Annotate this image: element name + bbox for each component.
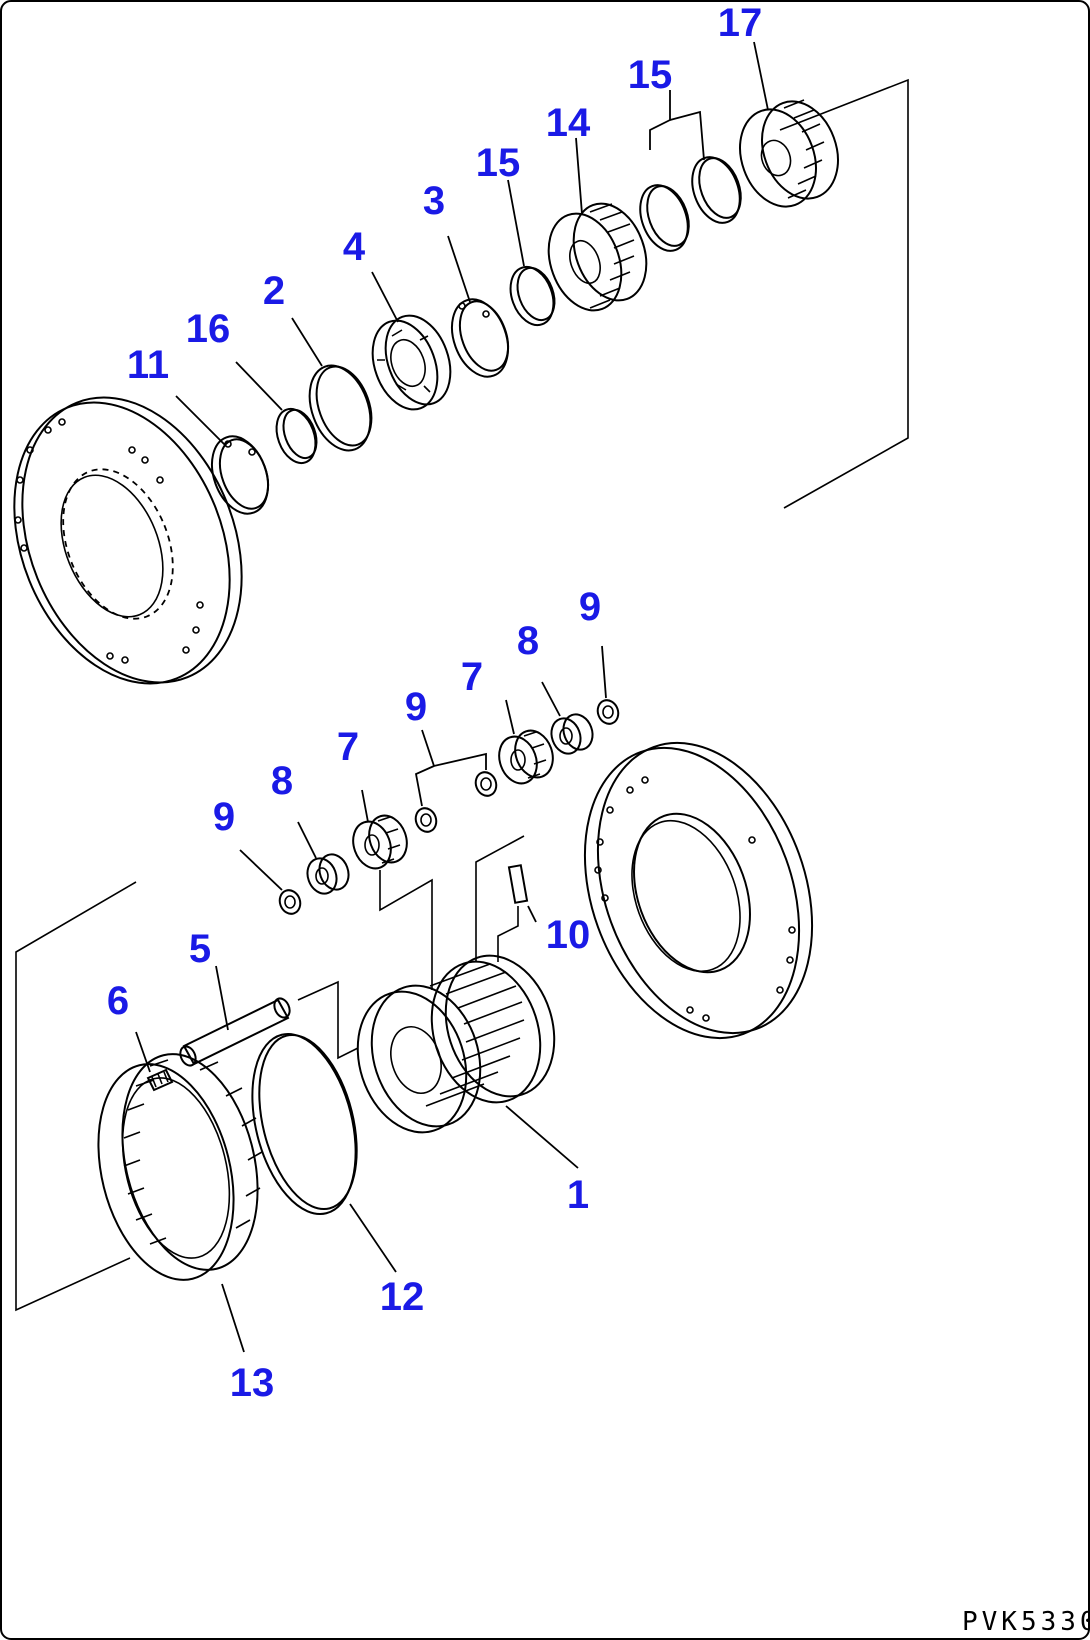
washer-part-9-a <box>278 889 302 915</box>
snap-ring-part-15-upper-b <box>691 156 742 224</box>
gear-part-7-a <box>352 814 408 870</box>
gear-part-14 <box>547 202 648 312</box>
flange-part-11 <box>13 396 243 685</box>
carrier-part-1 <box>356 954 556 1134</box>
callout-9-b: 9 <box>405 685 427 729</box>
callout-3: 3 <box>423 179 445 223</box>
key-part-10 <box>497 864 529 962</box>
drawing-code: PVK5330 <box>962 1607 1090 1637</box>
callout-15-lower: 15 <box>476 141 521 185</box>
callout-9-a: 9 <box>213 795 235 839</box>
callout-13: 13 <box>230 1361 275 1405</box>
washer-part-9-b1 <box>474 771 498 797</box>
callout-17: 17 <box>718 1 763 45</box>
assembly-bracket-lower <box>15 881 137 1312</box>
callout-8-b: 8 <box>517 619 539 663</box>
callout-7-a: 7 <box>337 725 359 769</box>
callout-16: 16 <box>186 307 231 351</box>
callout-15-upper: 15 <box>628 53 673 97</box>
callout-5: 5 <box>189 927 211 971</box>
callout-12: 12 <box>380 1275 425 1319</box>
callout-11: 11 <box>127 343 169 387</box>
ring-gear-part-13 <box>97 1053 263 1281</box>
callout-14: 14 <box>546 101 591 145</box>
washer-part-9-b2 <box>414 807 438 833</box>
leader-washers-to-carrier <box>475 835 525 962</box>
snap-ring-part-15-upper-a <box>639 184 690 252</box>
retaining-ring-small <box>275 407 318 465</box>
callout-10: 10 <box>546 913 591 957</box>
callout-8-a: 8 <box>271 759 293 803</box>
snap-ring-part-3 <box>450 298 510 378</box>
washer-part-9-c <box>596 699 620 725</box>
bearing-part-4 <box>371 314 452 411</box>
snap-ring-part-15-lower <box>509 265 556 327</box>
gear-part-17 <box>739 99 839 208</box>
shaft-part-5 <box>179 997 291 1067</box>
callout-leaders <box>135 41 769 1353</box>
flange-right <box>583 741 814 1040</box>
snap-ring-part-16 <box>210 435 270 515</box>
leader-gear-to-carrier <box>379 870 433 990</box>
callout-7-b: 7 <box>461 655 483 699</box>
bushing-part-8-a <box>306 853 350 895</box>
callout-1: 1 <box>567 1173 589 1217</box>
callout-2: 2 <box>263 269 285 313</box>
bushing-part-8-b <box>550 713 594 755</box>
leader-pin-to-carrier <box>297 980 359 1060</box>
callout-4: 4 <box>343 225 366 269</box>
ring-part-2 <box>308 364 373 452</box>
callout-6: 6 <box>107 979 129 1023</box>
callout-9-c: 9 <box>579 585 601 629</box>
gear-part-7-b <box>498 729 554 785</box>
assembly-bracket-upper <box>779 78 909 509</box>
ring-part-12 <box>251 1032 358 1216</box>
